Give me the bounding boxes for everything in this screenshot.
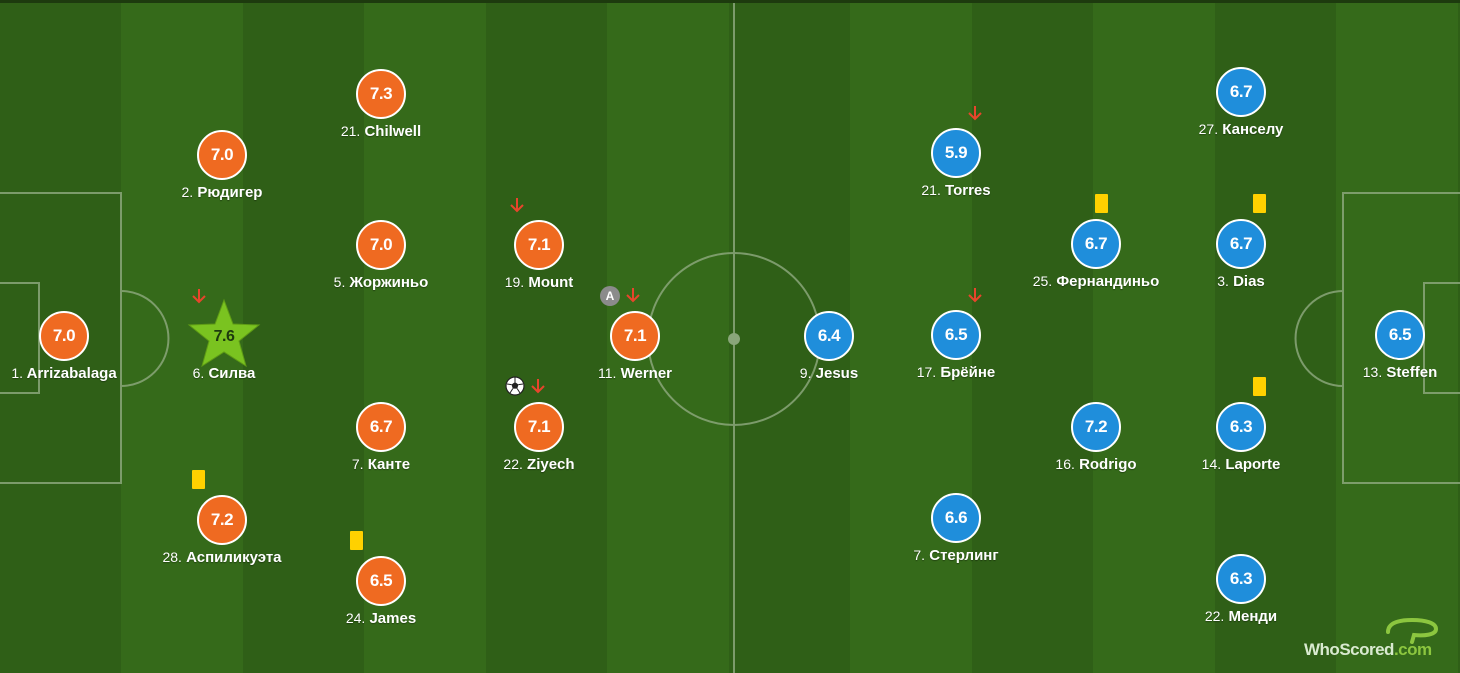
player-james[interactable]: 6.5 24. James [286, 556, 476, 627]
assist-icon: A [600, 286, 620, 306]
player-name-label: 6. Силва [192, 365, 256, 382]
player-debruyne[interactable]: 6.5 17. Брёйне [861, 310, 1051, 381]
player-name-label: 17. Брёйне [916, 364, 996, 381]
rating-badge: 7.0 [39, 311, 89, 361]
rating-badge: 6.7 [1216, 219, 1266, 269]
player-name-label: 1. Arrizabalaga [11, 365, 117, 382]
rating-badge: 6.4 [804, 311, 854, 361]
rating-badge: 6.7 [1071, 219, 1121, 269]
rating-badge: 6.3 [1216, 554, 1266, 604]
player-name-label: 7. Канте [351, 456, 411, 473]
player-cancelo[interactable]: 6.7 27. Канселу [1146, 67, 1336, 138]
player-jorginho[interactable]: 7.0 5. Жоржиньо [286, 220, 476, 291]
player-name-label: 19. Mount [504, 274, 574, 291]
player-name-label: 21. Chilwell [340, 123, 422, 140]
whoscored-logo-text: WhoScored.com [1304, 640, 1432, 659]
player-azpilicueta[interactable]: 7.2 28. Аспиликуэта [127, 495, 317, 566]
player-name-label: 14. Laporte [1201, 456, 1281, 473]
player-name-label: 25. Фернандиньо [1032, 273, 1160, 290]
rating-badge: 7.2 [197, 495, 247, 545]
player-silva[interactable]: 7.6 6. Силва [129, 298, 319, 382]
player-name-label: 2. Рюдигер [181, 184, 263, 201]
player-name-label: 28. Аспиликуэта [162, 549, 282, 566]
sub-off-arrow-icon [510, 198, 524, 213]
rating-badge: 6.6 [931, 493, 981, 543]
player-mount[interactable]: 7.1 19. Mount [444, 220, 634, 291]
player-name-label: 7. Стерлинг [913, 547, 999, 564]
player-arrizabalaga[interactable]: 7.0 1. Arrizabalaga [0, 311, 159, 382]
motm-star-badge: 7.6 [187, 298, 261, 370]
rating-badge: 7.0 [356, 220, 406, 270]
sub-off-arrow-icon [968, 288, 982, 303]
yellow-card-icon [1253, 377, 1266, 396]
player-sterling[interactable]: 6.6 7. Стерлинг [861, 493, 1051, 564]
player-rodrigo[interactable]: 7.2 16. Rodrigo [1001, 402, 1191, 473]
top-border [0, 0, 1460, 3]
rating-badge: 6.5 [356, 556, 406, 606]
rating-badge: 5.9 [931, 128, 981, 178]
player-name-label: 24. James [345, 610, 417, 627]
player-name-label: 22. Ziyech [503, 456, 575, 473]
player-dias[interactable]: 6.7 3. Dias [1146, 219, 1336, 290]
sub-off-arrow-icon [968, 106, 982, 121]
player-name-label: 22. Менди [1204, 608, 1278, 625]
sub-off-arrow-icon [626, 288, 640, 303]
whoscored-logo[interactable]: WhoScored.com [1304, 618, 1454, 664]
player-chilwell[interactable]: 7.3 21. Chilwell [286, 69, 476, 140]
player-laporte[interactable]: 6.3 14. Laporte [1146, 402, 1336, 473]
star-icon [187, 298, 261, 368]
player-name-label: 27. Канселу [1198, 121, 1284, 138]
rating-badge: 6.3 [1216, 402, 1266, 452]
rating-badge: 6.7 [1216, 67, 1266, 117]
player-torres[interactable]: 5.9 21. Torres [861, 128, 1051, 199]
player-name-label: 11. Werner [597, 365, 673, 382]
player-ziyech[interactable]: 7.1 22. Ziyech [444, 402, 634, 473]
player-steffen[interactable]: 6.5 13. Steffen [1305, 310, 1460, 381]
player-name-label: 13. Steffen [1362, 364, 1438, 381]
rating-badge: 7.3 [356, 69, 406, 119]
player-name-label: 5. Жоржиньо [333, 274, 429, 291]
player-name-label: 21. Torres [921, 182, 991, 199]
rating-badge: 7.1 [514, 220, 564, 270]
sub-off-arrow-icon [531, 379, 545, 394]
goal-ball-icon [505, 376, 525, 396]
yellow-card-icon [192, 470, 205, 489]
player-rudiger[interactable]: 7.0 2. Рюдигер [127, 130, 317, 201]
rating-badge: 6.5 [931, 310, 981, 360]
player-mendy[interactable]: 6.3 22. Менди [1146, 554, 1336, 625]
rating-badge: 6.7 [356, 402, 406, 452]
yellow-card-icon [1253, 194, 1266, 213]
rating-badge: 7.2 [1071, 402, 1121, 452]
player-fernandinho[interactable]: 6.7 25. Фернандиньо [1001, 219, 1191, 290]
player-kante[interactable]: 6.7 7. Канте [286, 402, 476, 473]
whoscored-logo-icon [1386, 618, 1439, 644]
rating-badge: 7.1 [610, 311, 660, 361]
yellow-card-icon [1095, 194, 1108, 213]
rating-badge: 7.0 [197, 130, 247, 180]
sub-off-arrow-icon [192, 289, 206, 304]
yellow-card-icon [350, 531, 363, 550]
rating-badge: 6.5 [1375, 310, 1425, 360]
player-name-label: 16. Rodrigo [1055, 456, 1137, 473]
player-jesus[interactable]: 6.4 9. Jesus [734, 311, 924, 382]
player-name-label: 3. Dias [1217, 273, 1265, 290]
player-werner[interactable]: 7.1 11. Werner [540, 311, 730, 382]
player-name-label: 9. Jesus [799, 365, 859, 382]
rating-badge: 7.1 [514, 402, 564, 452]
